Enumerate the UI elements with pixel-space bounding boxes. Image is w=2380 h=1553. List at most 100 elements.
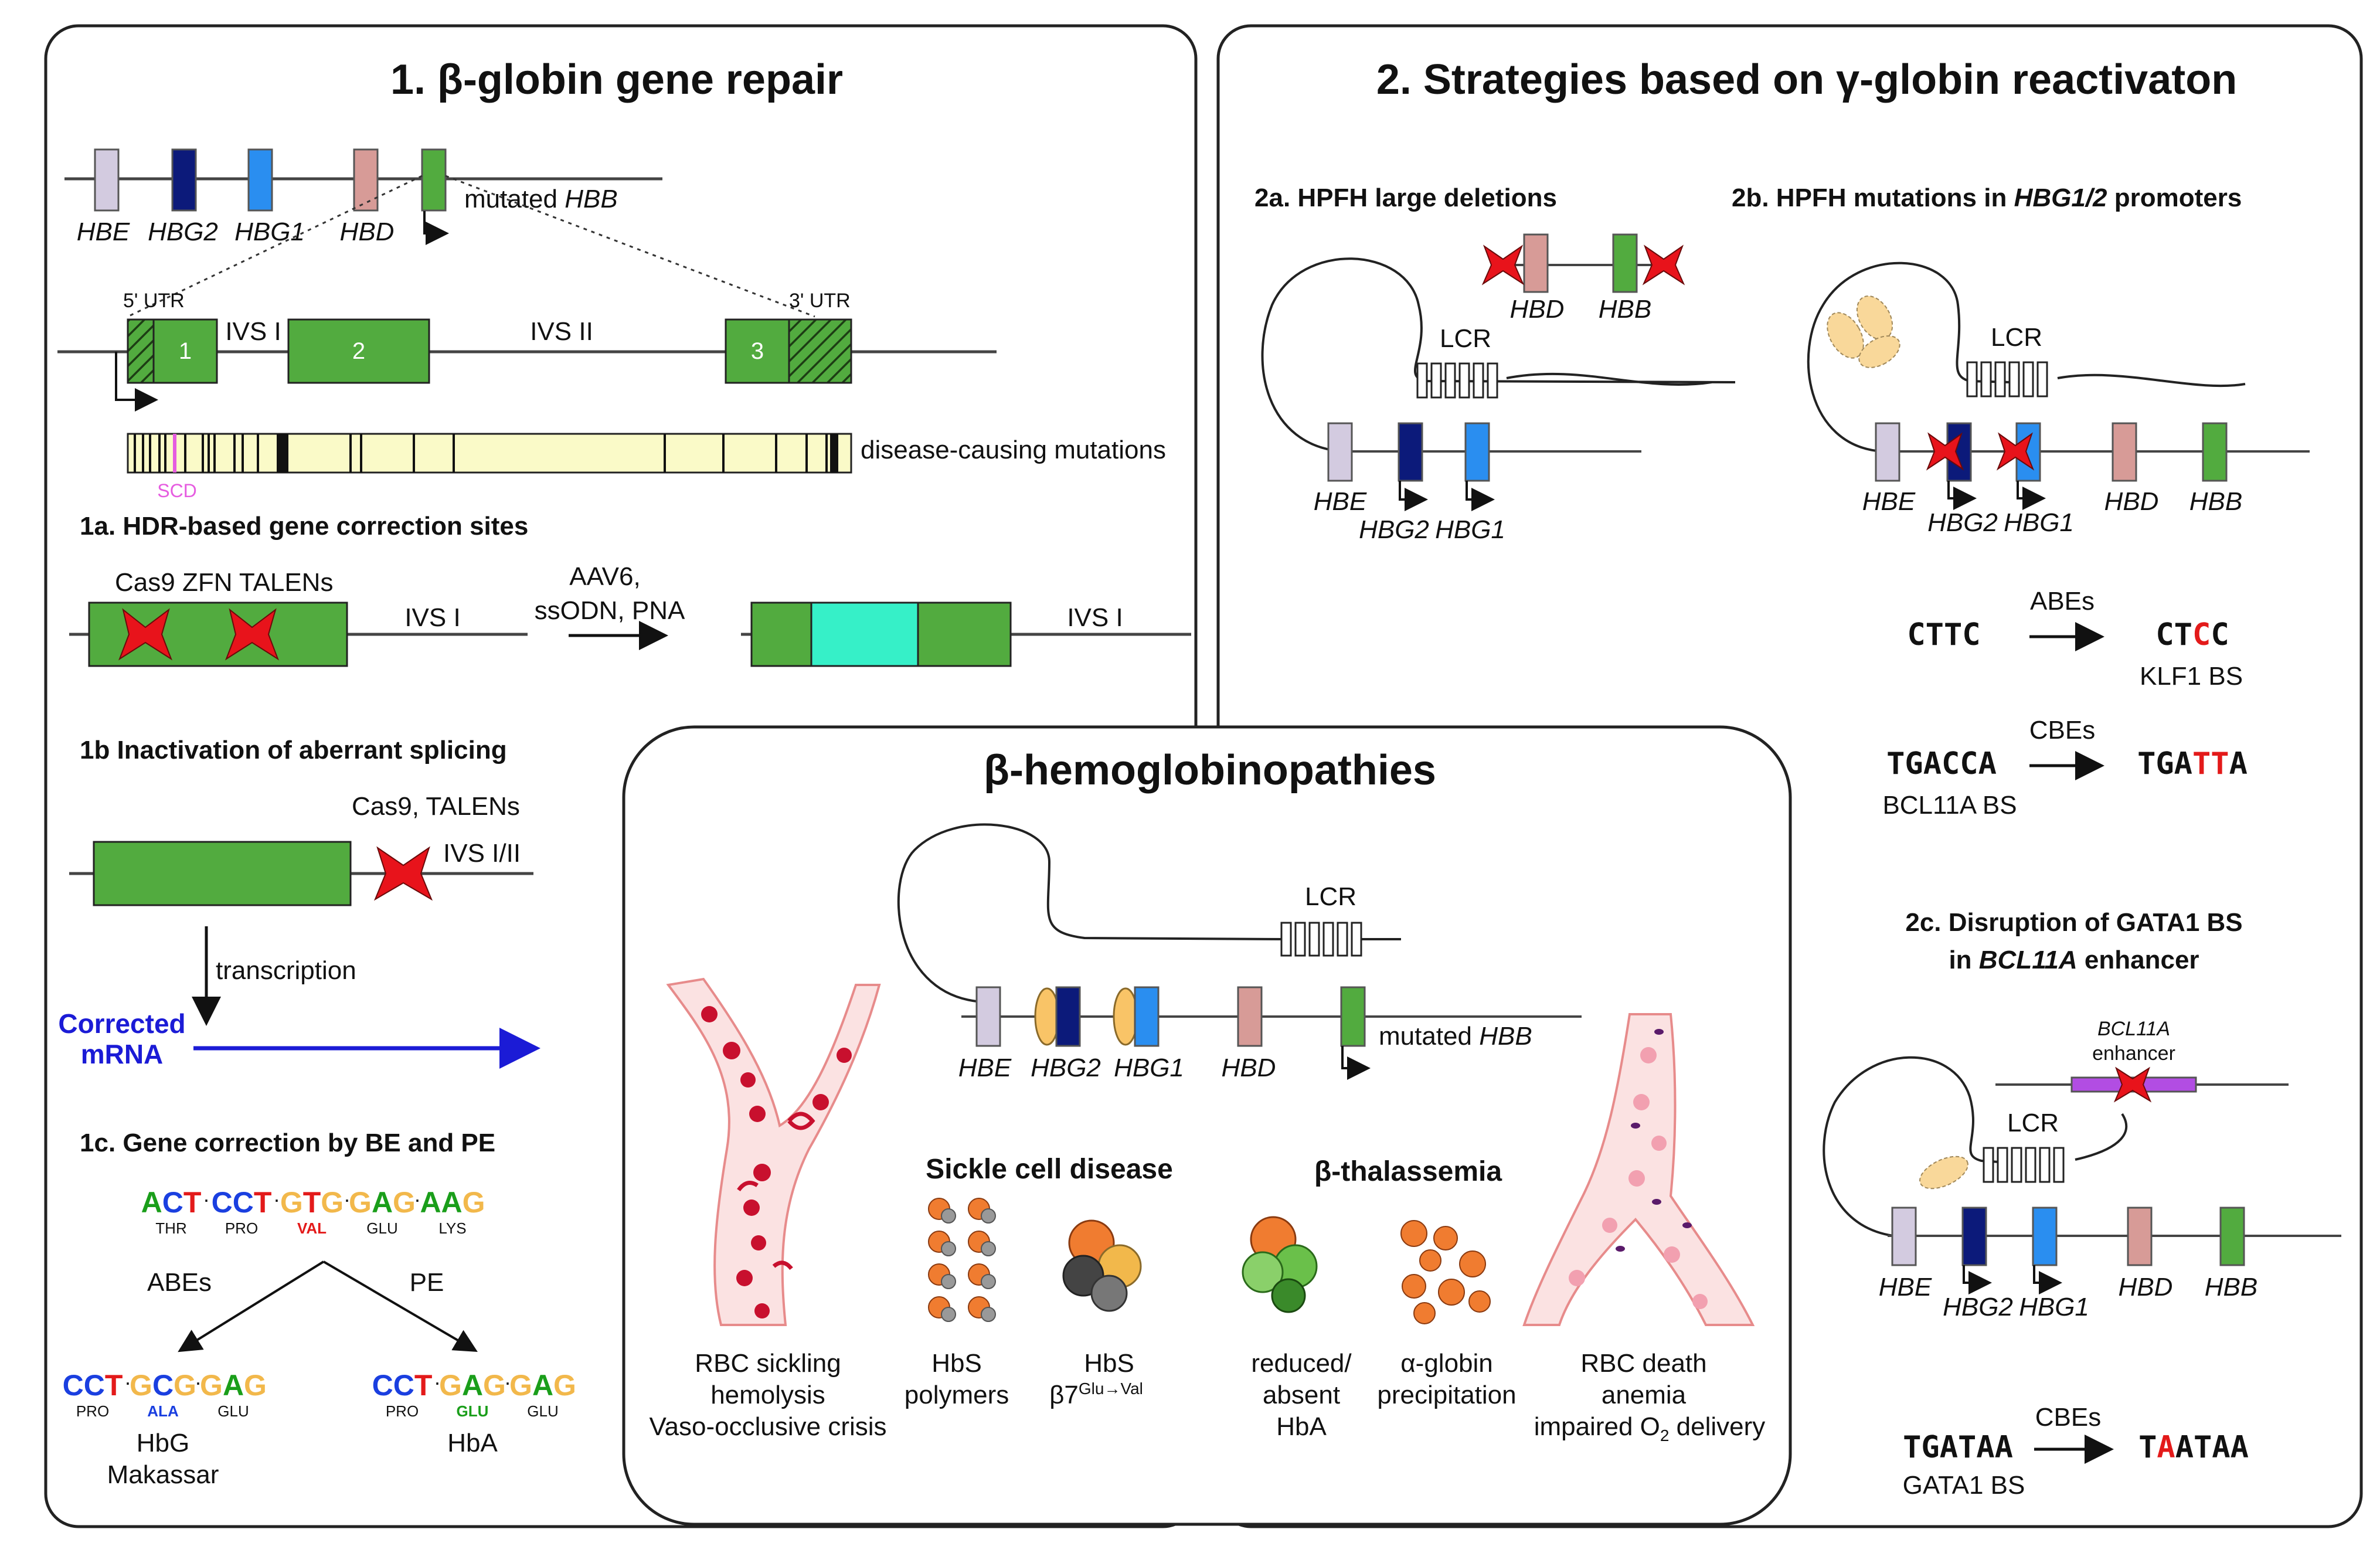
center-label-mutated-hbb: mutated HBB [1379, 1022, 1532, 1051]
s1a-tools: Cas9 ZFN TALENs [115, 568, 333, 597]
center-rbc-death-3: impaired O2 delivery [1534, 1412, 1766, 1445]
amino-acid-label: THR [155, 1219, 186, 1237]
utr5-hatch [127, 318, 155, 384]
codon-separator: · [195, 1370, 202, 1394]
s2a-label-HBG2: HBG2 [1359, 515, 1429, 544]
s2c-enhancer-word: enhancer [2092, 1042, 2175, 1065]
s1a-exon [88, 602, 348, 667]
codon-separator: · [344, 1187, 351, 1211]
s2c-chromatin-loop [1823, 1056, 2000, 1237]
s2c-title-1: 2c. Disruption of GATA1 BS [1905, 908, 2242, 937]
rbc-death-vessel-illustration [1522, 1013, 1755, 1326]
s1c-pe-label: PE [410, 1268, 444, 1297]
s2b-factor-3 [1858, 335, 1900, 368]
s2c-gene-HBD [2127, 1207, 2153, 1266]
center-label-HBD: HBD [1222, 1054, 1276, 1082]
label-scd: SCD [157, 480, 197, 501]
center-rbc-sickling-1: RBC sickling [695, 1349, 841, 1378]
panel2: 2. Strategies based on γ-globin reactiva… [1254, 56, 2341, 1500]
center-reduced-2: absent [1263, 1381, 1340, 1409]
exon-3 [725, 318, 790, 384]
amino-acid-label: VAL [297, 1219, 327, 1237]
exon-1 [152, 318, 218, 384]
amino-acid-label: PRO [386, 1402, 419, 1420]
s2c-label-HBD: HBD [2119, 1273, 2173, 1301]
s2c-label-HBE: HBE [1879, 1273, 1932, 1301]
center-lcr: LCR [1305, 882, 1356, 911]
center-gene-HBG2 [1055, 986, 1081, 1047]
label-mutations: disease-causing mutations [861, 436, 1166, 464]
codon: CCT [372, 1369, 433, 1402]
s2c-cbe-label: CBEs [2035, 1403, 2101, 1432]
s1a-delivery-1: AAV6, [569, 562, 640, 591]
label-mutated-hbb: mutated HBB [464, 185, 618, 213]
s2a-label-HBG1: HBG1 [1435, 515, 1505, 544]
center-gene-HBE [975, 986, 1001, 1047]
hbs-polymers-illustration [928, 1198, 996, 1322]
codon-separator: · [434, 1370, 441, 1394]
s2b-abe-label: ABEs [2030, 587, 2095, 616]
s1b-ivs: IVS I/II [443, 839, 521, 868]
codon: GAG [509, 1369, 576, 1402]
s2c-lcr-boxes [1983, 1147, 2065, 1183]
s2c-title-2: in BCL11A enhancer [1949, 946, 2199, 974]
codon: GAG [439, 1369, 506, 1402]
center-thal-title: β-thalassemia [1314, 1156, 1502, 1187]
codon: GTG [280, 1186, 344, 1219]
s1b-cut-icon [373, 846, 433, 901]
codon: AAG [420, 1186, 485, 1219]
s1a-ivs: IVS I [404, 603, 460, 632]
s2b-lcr-boxes [1966, 361, 2048, 397]
center-rbc-sickling-2: hemolysis [710, 1381, 825, 1409]
s2b-cbe-from: TGACCA [1886, 746, 1997, 781]
center-gene-HBB [1340, 986, 1366, 1047]
s1c-left-result-1: HbG [137, 1429, 189, 1457]
s2a-cross-left [1481, 244, 1525, 286]
s2c-site: GATA1 BS [1903, 1471, 2025, 1500]
center-alpha-2: precipitation [1377, 1381, 1516, 1409]
center-factor-hbg2 [1034, 987, 1060, 1046]
s2b-cbe-site: BCL11A BS [1882, 791, 2017, 820]
s1b-corrected-1: Corrected [58, 1008, 185, 1039]
s2b-abe-site: KLF1 BS [2140, 662, 2243, 691]
center-rbc-sickling-3: Vaso-occlusive crisis [649, 1412, 886, 1441]
s2a-lcr-boxes [1416, 362, 1498, 399]
exon-3-label: 3 [751, 338, 764, 364]
s2b-cross-hbg1 [1996, 432, 2035, 471]
s2a-label-HBD: HBD [1510, 295, 1565, 324]
amino-acid-label: ALA [147, 1402, 179, 1420]
codon-separator: · [414, 1187, 421, 1211]
center-reduced-1: reduced/ [1251, 1349, 1352, 1378]
s1c-abe-label: ABEs [147, 1268, 212, 1297]
center-rbc-death-2: anemia [1602, 1381, 1687, 1409]
s2b-label-HBG1: HBG1 [2004, 508, 2074, 537]
codon: CCT [212, 1186, 272, 1219]
center-reduced-3: HbA [1276, 1412, 1327, 1441]
gene-HBG2 [171, 148, 197, 212]
s2a-lcr: LCR [1440, 324, 1491, 353]
s2b-gene-HBD [2112, 422, 2137, 482]
s1a-title: 1a. HDR-based gene correction sites [80, 512, 528, 541]
gene-HBE [94, 148, 120, 212]
center-panel: β-hemoglobinopathies LCR HBE HBG2 HBG1 H… [649, 747, 1765, 1445]
center-label-HBE: HBE [958, 1054, 1012, 1082]
gene-HBB-mutated [421, 148, 447, 212]
s1c-left-result-2: Makassar [107, 1460, 219, 1489]
panel1: 1. β-globin gene repair HBE HBG2 HBG1 HB… [57, 56, 1191, 1489]
center-chromatin-loop [897, 823, 1284, 1003]
amino-acid-label: GLU [366, 1219, 397, 1237]
s2b-cross-hbg2 [1926, 432, 1964, 471]
s2c-label-HBG2: HBG2 [1943, 1293, 2013, 1321]
center-lcr-boxes [1280, 922, 1362, 957]
center-label-HBG2: HBG2 [1031, 1054, 1101, 1082]
s2c-gene-HBB [2219, 1207, 2245, 1266]
codon-separator: · [124, 1370, 131, 1394]
s1b-corrected-2: mRNA [81, 1039, 164, 1069]
s2b-title: 2b. HPFH mutations in HBG1/2 promoters [1732, 183, 2242, 212]
s2c-enhancer-gene: BCL11A [2097, 1018, 2170, 1040]
s2b-label-HBD: HBD [2104, 487, 2159, 516]
center-factor-hbg1 [1113, 987, 1138, 1046]
s2a-label-HBE: HBE [1314, 487, 1367, 516]
